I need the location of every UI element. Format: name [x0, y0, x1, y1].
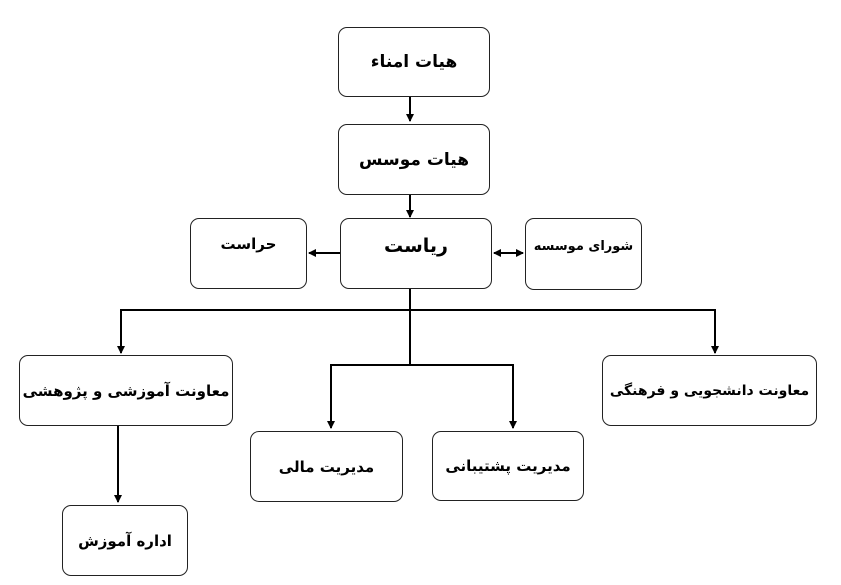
node-presidency: ریاست [340, 218, 492, 289]
node-institute-council: شورای موسسه [525, 218, 642, 290]
node-label: ریاست [383, 234, 448, 257]
node-student-cultural-deputy: معاونت دانشجویی و فرهنگی [602, 355, 817, 426]
node-support-management: مدیریت پشتیبانی [432, 431, 584, 501]
node-label: معاونت دانشجویی و فرهنگی [609, 382, 810, 399]
node-label: مدیریت مالی [278, 457, 375, 476]
branch-deputies [120, 309, 716, 349]
node-label: هیات موسس [358, 149, 470, 170]
node-label: مدیریت پشتیبانی [445, 457, 571, 475]
node-label: حراست [220, 234, 277, 253]
node-financial-management: مدیریت مالی [250, 431, 403, 502]
node-board-of-trustees: هیات امناء [338, 27, 490, 97]
node-education-office: اداره آموزش [62, 505, 188, 576]
node-label: معاونت آموزشی و پژوهشی [22, 381, 230, 400]
node-label: اداره آموزش [78, 531, 172, 550]
node-board-of-founders: هیات موسس [338, 124, 490, 195]
node-education-research-deputy: معاونت آموزشی و پژوهشی [19, 355, 233, 426]
node-label: هیات امناء [370, 52, 458, 72]
branch-managements [330, 364, 514, 420]
node-security: حراست [190, 218, 307, 289]
node-label: شورای موسسه [533, 238, 634, 254]
